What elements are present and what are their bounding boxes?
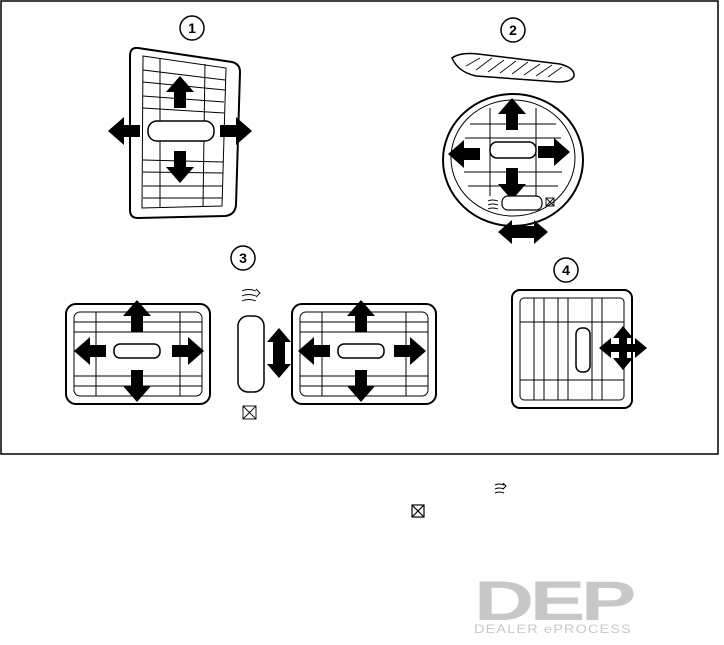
vent-3-dial: [238, 316, 264, 392]
vent-1-group: 1: [108, 16, 252, 218]
callout-3-label: 3: [239, 250, 247, 266]
vent-3-group: 3: [66, 246, 436, 419]
vent-2-dial: [502, 196, 542, 210]
vent-3-close-symbol-icon: [243, 406, 256, 419]
vent-3-dial-arrow: [267, 328, 291, 378]
callout-4-label: 4: [562, 262, 570, 278]
vent-3-open-symbol-icon: [242, 289, 260, 301]
vent-4-group: 4: [512, 258, 647, 408]
callout-2-label: 2: [509, 22, 517, 38]
vent-3-left-knob: [114, 344, 160, 358]
vent-1-knob: [148, 121, 214, 141]
close-symbol-icon: [412, 505, 424, 517]
open-symbol-icon: [495, 483, 506, 493]
vent-3-right-knob: [338, 344, 384, 358]
dealer-eprocess-logo: DEP DEALER ePROCESS: [474, 569, 634, 636]
vent-2-knob: [490, 142, 536, 158]
vent-4-knob: [576, 328, 590, 372]
logo-tagline: DEALER ePROCESS: [474, 622, 632, 636]
vent-2-group: 2: [443, 18, 583, 244]
vent-2-defroster-slot: [452, 54, 574, 83]
callout-1-label: 1: [188, 20, 196, 36]
